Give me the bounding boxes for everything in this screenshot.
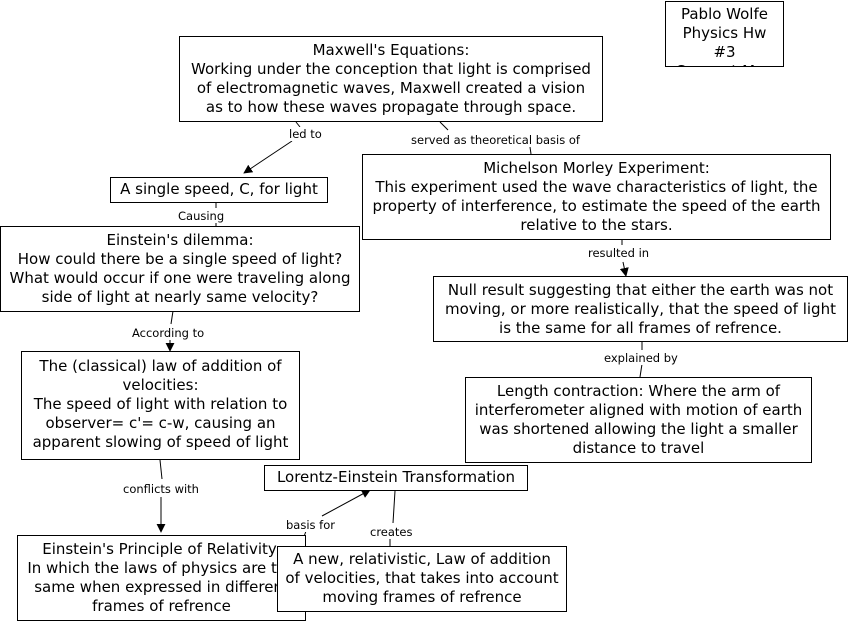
node-michelson-morley: Michelson Morley Experiment: This experi… xyxy=(362,154,831,240)
node-lorentz-einstein: Lorentz-Einstein Transformation xyxy=(264,465,528,491)
node-null-result: Null result suggesting that either the e… xyxy=(433,276,848,342)
arrow-resulted-null xyxy=(619,261,629,277)
line-dilemma-according xyxy=(170,310,174,325)
line-maxwell-to-led-to xyxy=(295,121,301,128)
node-classical-law: The (classical) law of addition of veloc… xyxy=(21,351,300,460)
link-label-causing: Causing xyxy=(176,209,227,223)
link-label-served-as-basis: served as theoretical basis of xyxy=(409,133,582,147)
arrow-basis-lorentz xyxy=(321,489,371,517)
link-label-creates: creates xyxy=(368,525,415,539)
link-label-led-to: led to xyxy=(287,127,324,141)
node-single-speed: A single speed, C, for light xyxy=(110,177,328,203)
node-new-law-of-addition: A new, relativistic, Law of addition of … xyxy=(277,546,567,612)
node-einstein-dilemma: Einstein's dilemma: How could there be a… xyxy=(0,226,360,312)
line-maxwell-to-served xyxy=(439,121,449,131)
node-length-contraction: Length contraction: Where the arm of int… xyxy=(465,377,812,463)
link-label-conflicts-with: conflicts with xyxy=(121,482,201,496)
line-lorentz-creates xyxy=(392,490,396,524)
link-label-explained-by: explained by xyxy=(602,351,680,365)
line-explained-length xyxy=(639,363,643,378)
author-box: Pablo Wolfe Physics Hw #3 Concept Map xyxy=(665,1,784,67)
link-label-resulted-in: resulted in xyxy=(586,246,652,260)
node-principle-of-relativity: Einstein's Principle of Relativity: In w… xyxy=(17,535,306,621)
line-classical-conflicts xyxy=(159,459,163,480)
arrow-led-to-single-speed xyxy=(243,140,293,174)
arrow-served-michelson xyxy=(529,146,532,155)
link-label-according-to: According to xyxy=(130,326,207,340)
node-maxwell-equations: Maxwell's Equations: Working under the c… xyxy=(179,36,603,122)
link-label-basis-for: basis for xyxy=(284,518,337,532)
